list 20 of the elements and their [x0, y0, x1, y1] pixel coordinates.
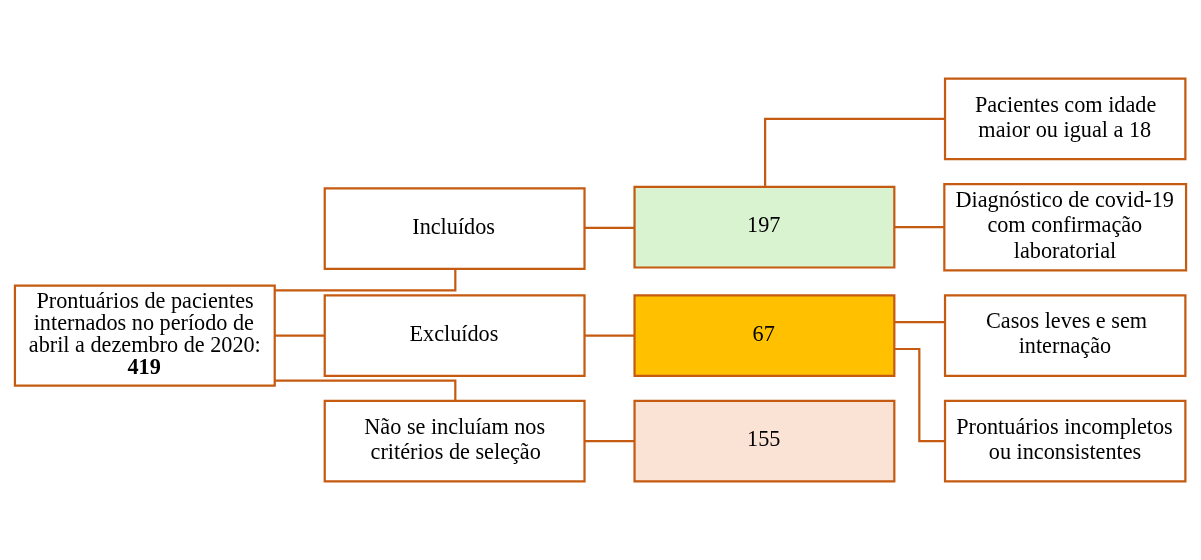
node-box: Pacientes com idade maior ou igual a 18 — [943, 77, 1187, 161]
connector — [584, 226, 635, 229]
connector — [275, 269, 457, 292]
connector — [894, 226, 945, 229]
connector — [584, 334, 635, 337]
node-box: Prontuários de pacientes internados no período de abril a dezembro de 2020: 419 — [13, 284, 276, 387]
connector — [894, 347, 945, 443]
node-box: 155 — [633, 399, 896, 483]
node-box: Casos leves e sem internação — [943, 294, 1187, 377]
node-box: 197 — [633, 185, 896, 269]
connector — [764, 117, 945, 187]
node-box: 67 — [633, 294, 896, 377]
connector — [894, 321, 945, 324]
node-box: Diagnóstico de covid-19 com confirmação laboratorial — [943, 183, 1188, 272]
connector — [274, 334, 325, 337]
connector — [584, 440, 635, 443]
node-box: Excluídos — [323, 294, 586, 377]
node-box: Não se incluíam nos critérios de seleção — [323, 399, 586, 483]
node-box: Prontuários incompletos ou inconsistentes — [943, 399, 1187, 483]
node-box: Incluídos — [323, 187, 586, 270]
